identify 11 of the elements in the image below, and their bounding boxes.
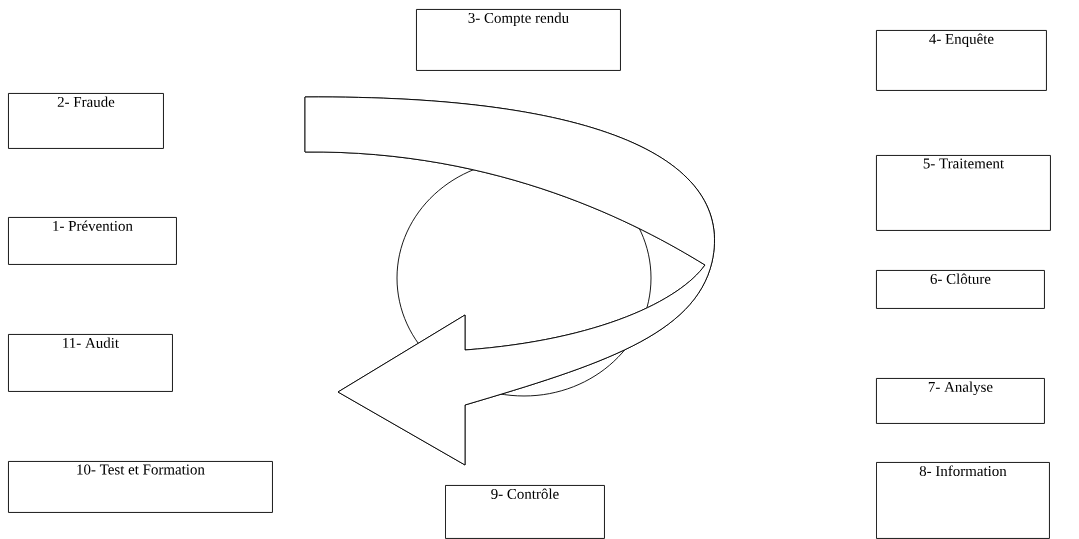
label-box: 3- Compte rendu [416,9,621,71]
label-box: 9- Contrôle [445,485,605,539]
label-box: 10- Test et Formation [8,461,273,513]
label-box: 2- Fraude [8,93,164,149]
label-box: 7- Analyse [876,378,1045,424]
label-box: 5- Traitement [876,155,1051,231]
label-box: 8- Information [876,462,1050,539]
label-box: 6- Clôture [876,270,1045,309]
label-box: 1- Prévention [8,217,177,265]
label-box: 11- Audit [8,334,173,392]
label-box: 4- Enquête [876,30,1047,91]
